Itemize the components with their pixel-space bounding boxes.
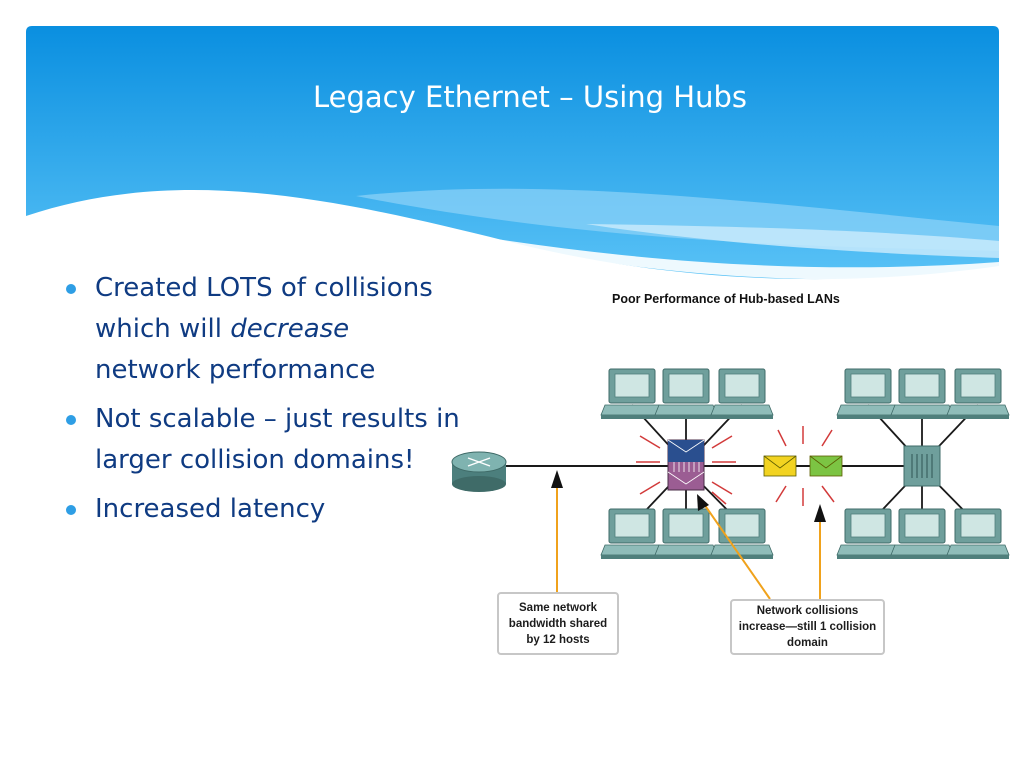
- callout-shared-bandwidth: Same network bandwidth shared by 12 host…: [497, 592, 619, 655]
- pc-icon: [946, 508, 1010, 560]
- title-banner: [26, 26, 999, 288]
- bullet-icon: [66, 284, 76, 294]
- pc-icon: [836, 508, 900, 560]
- hub-network-diagram: [451, 368, 1010, 600]
- hub-icon: [903, 445, 941, 487]
- pc-icon: [836, 368, 900, 420]
- pc-icon: [600, 368, 664, 420]
- pc-icon: [600, 508, 664, 560]
- router-icon: [451, 451, 507, 492]
- callout-collision-domain: Network collisions increase—still 1 coll…: [730, 599, 885, 655]
- bullet-item: Not scalable – just results in larger co…: [62, 399, 466, 481]
- callout-line: Network collisions: [756, 605, 859, 617]
- pc-icon: [654, 368, 718, 420]
- callout-line: Same network: [519, 601, 597, 614]
- bullet-1-emphasis: decrease: [230, 314, 350, 344]
- hub-icon: [667, 439, 705, 491]
- callout-line: by 12 hosts: [526, 633, 590, 646]
- bullet-item: Increased latency: [62, 489, 466, 530]
- callout-line: bandwidth shared: [508, 617, 608, 630]
- envelope-icon: [763, 455, 797, 477]
- bullet-list: Created LOTS of collisions which will de…: [62, 268, 466, 538]
- pc-icon: [890, 508, 954, 560]
- pc-icon: [654, 508, 718, 560]
- callout-line: increase—still 1 collision: [738, 621, 877, 633]
- bullet-1-line-3: network performance: [95, 355, 376, 385]
- envelope-icon: [809, 455, 843, 477]
- bullet-icon: [66, 505, 76, 515]
- figure-title: Poor Performance of Hub-based LANs: [612, 292, 840, 306]
- slide-title: Legacy Ethernet – Using Hubs: [313, 80, 747, 114]
- bullet-1-line-2: which will: [95, 314, 231, 344]
- bullet-2-text: Not scalable – just results in larger co…: [95, 404, 460, 475]
- bullet-1-line-1: Created LOTS of collisions: [95, 273, 433, 303]
- pc-icon: [710, 508, 774, 560]
- callout-line: domain: [787, 637, 828, 649]
- bullet-icon: [66, 415, 76, 425]
- bullet-3-text: Increased latency: [95, 494, 326, 524]
- pc-icon: [946, 368, 1010, 420]
- pc-icon: [710, 368, 774, 420]
- bullet-item: Created LOTS of collisions which will de…: [62, 268, 466, 391]
- pc-icon: [890, 368, 954, 420]
